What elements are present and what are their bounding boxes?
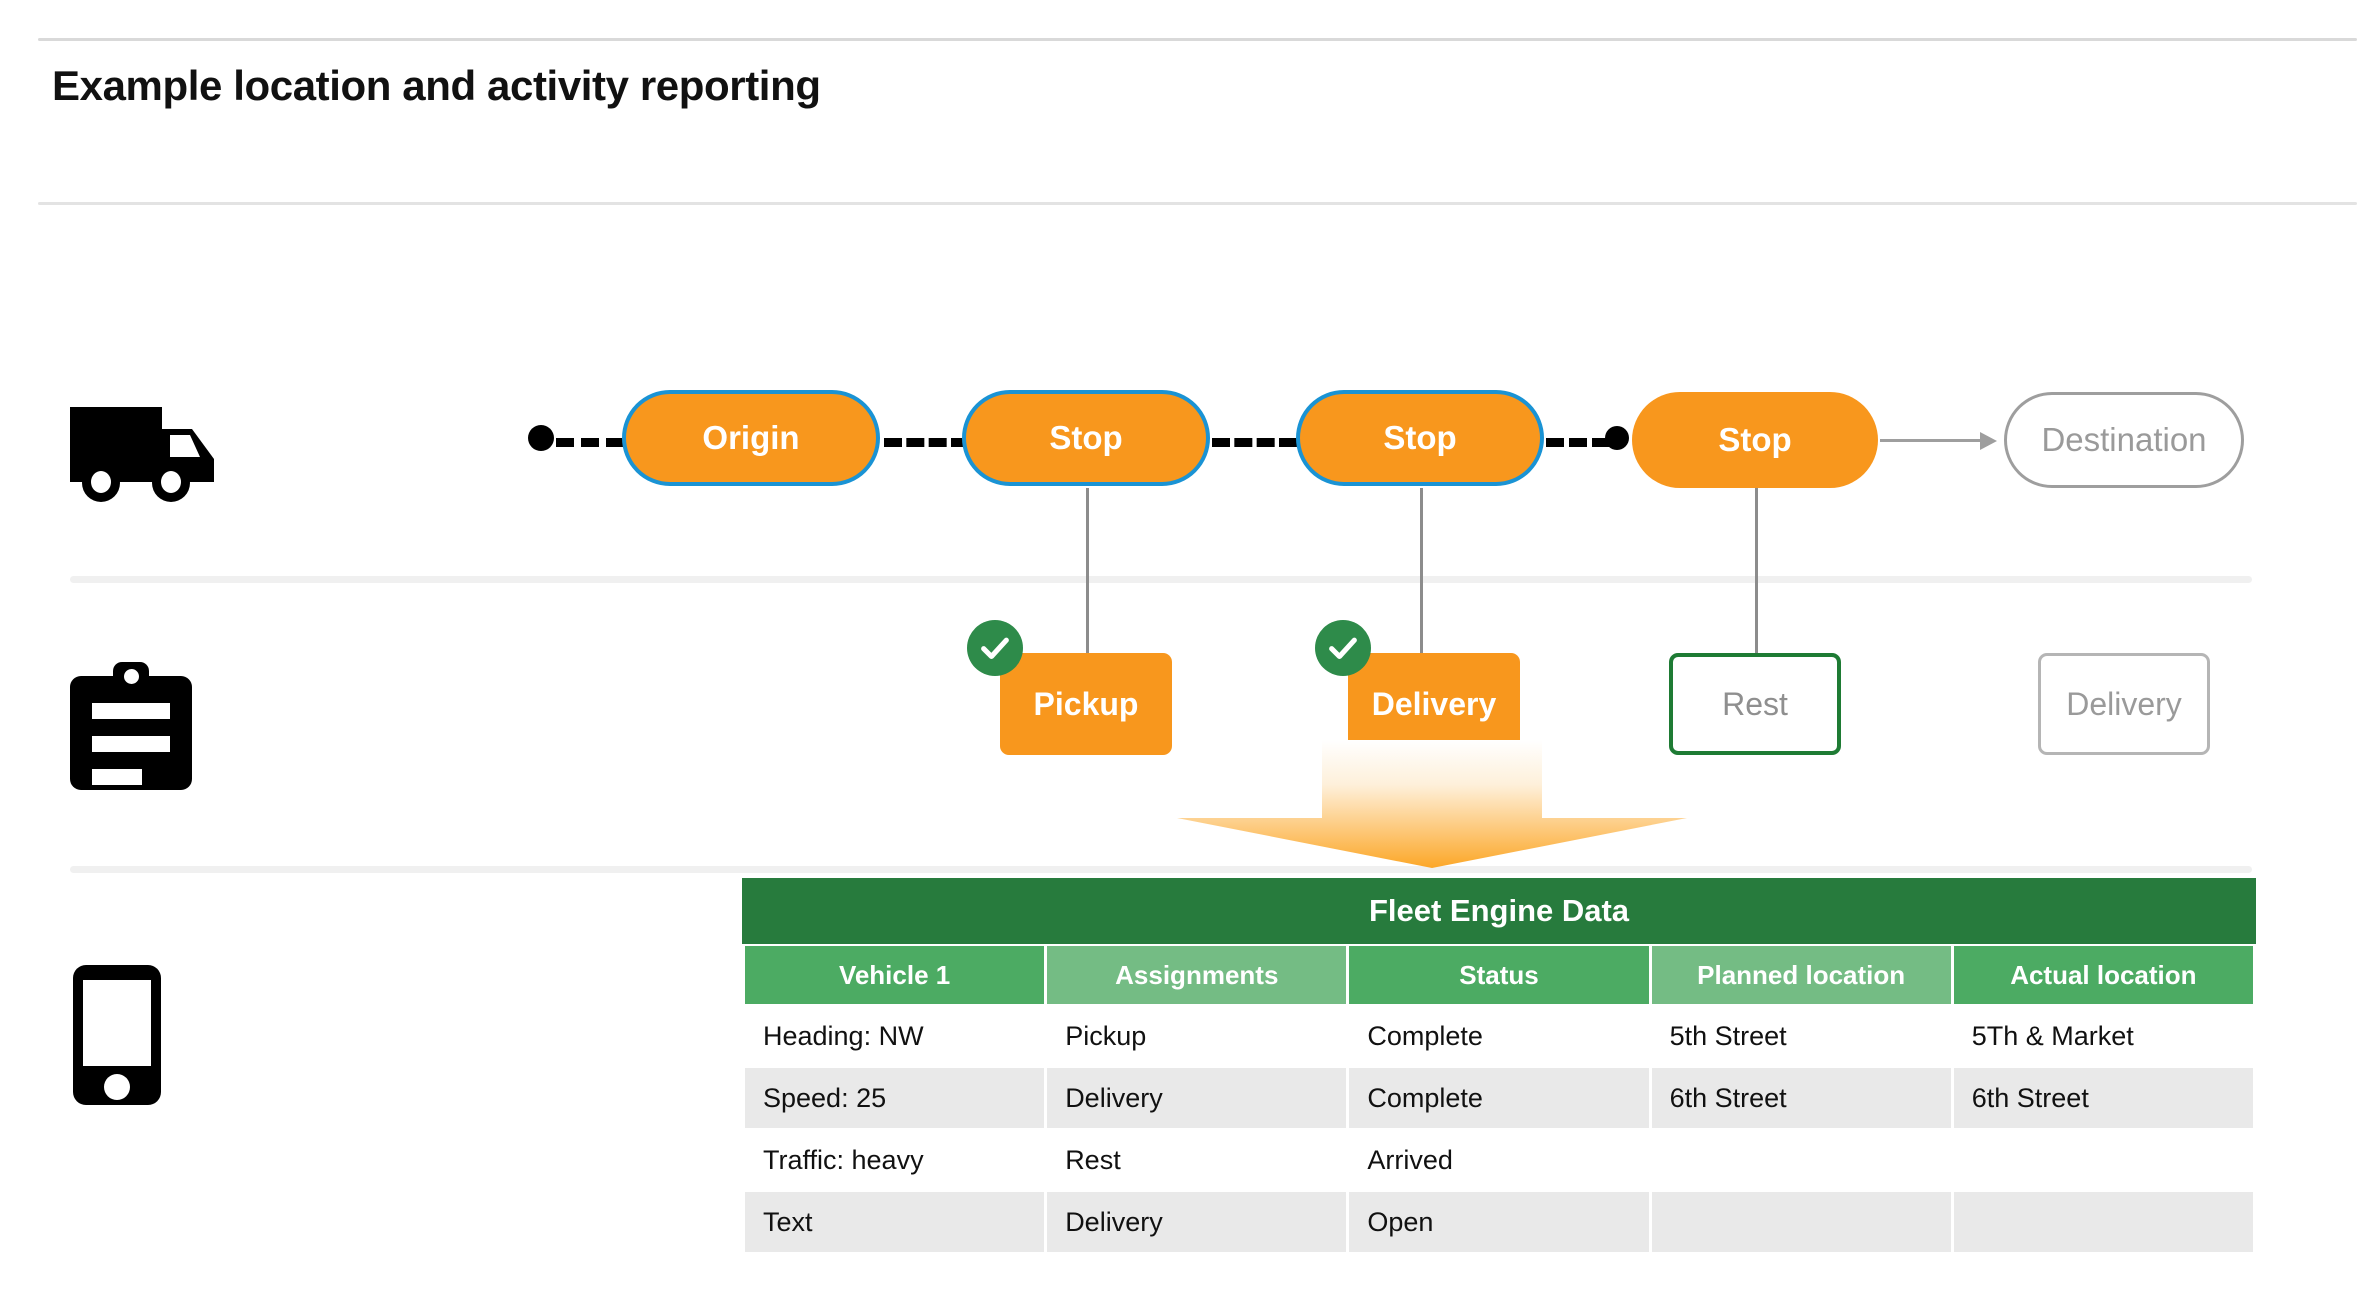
activity-rest[interactable]: Rest [1669, 653, 1841, 755]
table-header-row: Vehicle 1 Assignments Status Planned loc… [745, 946, 2253, 1004]
route-stop-label: Stop [1049, 419, 1123, 456]
activity-delivery-complete[interactable]: Delivery [1348, 653, 1520, 755]
cell-vehicle: Traffic: heavy [745, 1130, 1045, 1190]
cell-assignment: Rest [1047, 1130, 1347, 1190]
table-row: Speed: 25 Delivery Complete 6th Street 6… [745, 1068, 2253, 1128]
cell-vehicle: Heading: NW [745, 1006, 1045, 1066]
column-header-assignments[interactable]: Assignments [1047, 946, 1347, 1004]
route-stop-label: Stop [1383, 419, 1457, 456]
activity-label: Rest [1722, 685, 1788, 722]
table-row: Heading: NW Pickup Complete 5th Street 5… [745, 1006, 2253, 1066]
route-start-dot [528, 425, 554, 451]
column-header-planned-location[interactable]: Planned location [1651, 946, 1951, 1004]
table-row: Text Delivery Open [745, 1192, 2253, 1252]
column-header-status[interactable]: Status [1349, 946, 1649, 1004]
cell-assignment: Delivery [1047, 1068, 1347, 1128]
cell-planned-location: 5th Street [1651, 1006, 1951, 1066]
cell-assignment: Pickup [1047, 1006, 1347, 1066]
cell-vehicle: Text [745, 1192, 1045, 1252]
table-title: Fleet Engine Data [742, 878, 2256, 944]
route-stop-3[interactable]: Stop [1632, 392, 1878, 488]
row-divider-activity [70, 866, 2252, 873]
activity-pickup[interactable]: Pickup [1000, 653, 1172, 755]
route-mid-dot [1605, 426, 1629, 450]
column-header-vehicle[interactable]: Vehicle 1 [745, 946, 1045, 1004]
activity-label: Delivery [2066, 685, 2182, 722]
cell-planned-location: 6th Street [1651, 1068, 1951, 1128]
connector-stop3-rest [1755, 488, 1758, 654]
fleet-engine-table: Fleet Engine Data Vehicle 1 Assignments … [742, 878, 2256, 1254]
activity-label: Delivery [1371, 685, 1497, 722]
route-dash-1 [884, 438, 969, 447]
activity-delivery-open[interactable]: Delivery [2038, 653, 2210, 755]
route-dash-0 [556, 438, 624, 447]
table-grid: Vehicle 1 Assignments Status Planned loc… [742, 944, 2256, 1254]
data-flow-arrow [1172, 740, 1692, 870]
cell-actual-location [1953, 1192, 2253, 1252]
cell-assignment: Delivery [1047, 1192, 1347, 1252]
route-stop-label: Origin [702, 419, 800, 456]
route-destination[interactable]: Destination [2004, 392, 2244, 488]
cell-planned-location [1651, 1192, 1951, 1252]
cell-actual-location: 5Th & Market [1953, 1006, 2253, 1066]
cell-actual-location [1953, 1130, 2253, 1190]
route-stop-label: Destination [2041, 421, 2207, 458]
route-stop-label: Stop [1718, 421, 1792, 458]
cell-status: Arrived [1349, 1130, 1649, 1190]
route-dash-3 [1546, 438, 1610, 447]
page-title: Example location and activity reporting [52, 62, 821, 109]
check-circle-icon [1315, 620, 1371, 676]
clipboard-icon [70, 662, 192, 790]
route-dash-2 [1212, 438, 1297, 447]
cell-vehicle: Speed: 25 [745, 1068, 1045, 1128]
route-stop-2[interactable]: Stop [1296, 390, 1544, 486]
table-row: Traffic: heavy Rest Arrived [745, 1130, 2253, 1190]
activity-label: Pickup [1033, 685, 1139, 722]
route-stop-origin[interactable]: Origin [622, 390, 880, 486]
cell-planned-location [1651, 1130, 1951, 1190]
route-stop-1[interactable]: Stop [962, 390, 1210, 486]
destination-arrow-line [1880, 439, 1984, 442]
title-divider [38, 202, 2357, 205]
cell-status: Open [1349, 1192, 1649, 1252]
truck-icon [70, 407, 225, 502]
cell-status: Complete [1349, 1006, 1649, 1066]
cell-status: Complete [1349, 1068, 1649, 1128]
connector-stop2-delivery [1420, 488, 1423, 654]
top-divider [38, 38, 2357, 41]
destination-arrow-head [1980, 432, 1997, 450]
connector-stop1-pickup [1086, 488, 1089, 654]
cell-actual-location: 6th Street [1953, 1068, 2253, 1128]
check-circle-icon [967, 620, 1023, 676]
row-divider-vehicle [70, 576, 2252, 583]
column-header-actual-location[interactable]: Actual location [1953, 946, 2253, 1004]
mobile-phone-icon [73, 965, 161, 1105]
